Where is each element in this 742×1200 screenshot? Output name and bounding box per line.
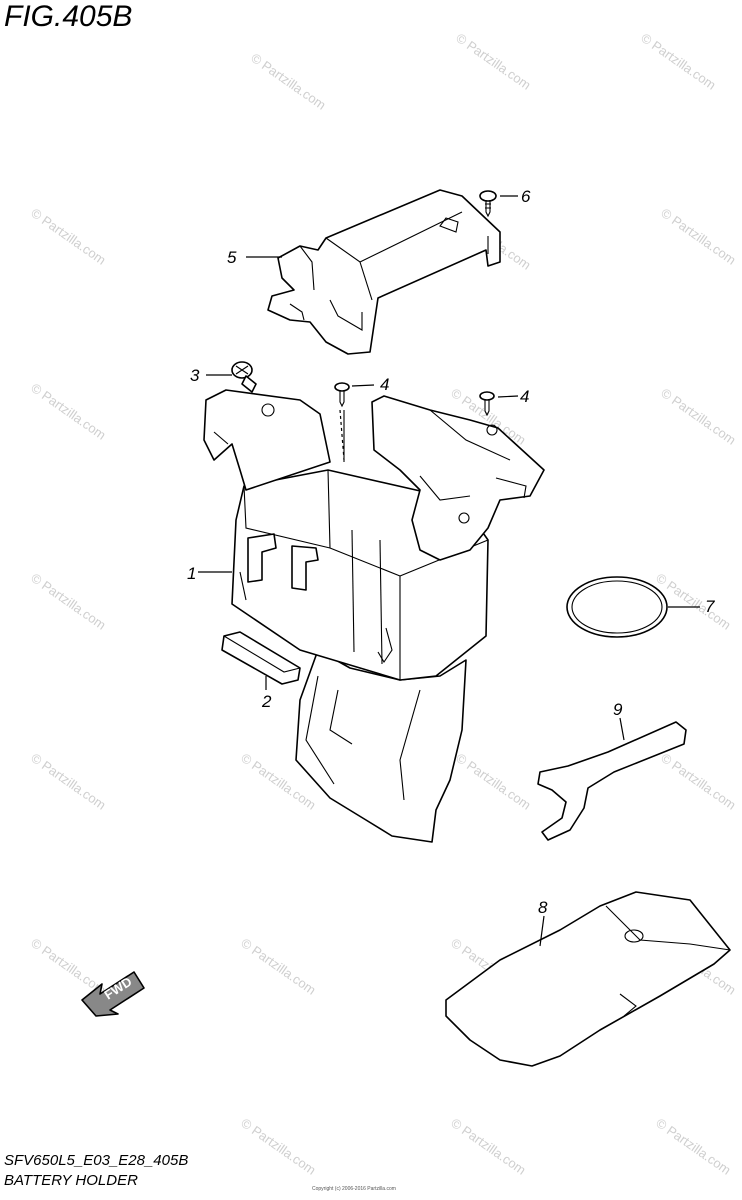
watermark: © Partzilla.com [453, 30, 533, 93]
part-9-wrench [537, 721, 687, 841]
copyright-fine-print: Copyright (c) 2006-2016 Partzilla.com [312, 1186, 396, 1192]
part-2-pad [221, 631, 301, 685]
watermark: © Partzilla.com [653, 1115, 733, 1178]
part-4-screw [479, 391, 495, 417]
fwd-arrow: FWD [81, 971, 145, 1017]
callout-4: 4 [520, 387, 529, 406]
watermark: © Partzilla.com [28, 380, 108, 443]
watermark: © Partzilla.com [28, 750, 108, 813]
callout-5: 5 [227, 248, 237, 267]
watermark: © Partzilla.com [658, 750, 738, 813]
watermark: © Partzilla.com [658, 385, 738, 448]
watermark: © Partzilla.com [238, 935, 318, 998]
part-8-pouch [445, 891, 731, 1067]
leader-lines [198, 195, 700, 947]
watermark: © Partzilla.com [28, 205, 108, 268]
part-7-ring [566, 576, 668, 638]
callout-9: 9 [613, 700, 623, 719]
part-6-screw [479, 190, 497, 218]
part-4-screw [334, 382, 350, 408]
watermark: © Partzilla.com [638, 30, 718, 93]
callout-7: 7 [705, 597, 715, 616]
callout-8: 8 [538, 898, 548, 917]
callout-1: 1 [187, 564, 196, 583]
watermark: © Partzilla.com [28, 570, 108, 633]
part-5-bracket [267, 189, 501, 355]
watermark: © Partzilla.com [238, 1115, 318, 1178]
callout-4: 4 [380, 375, 389, 394]
callout-3: 3 [190, 366, 200, 385]
callout-6: 6 [521, 187, 531, 206]
part-3-bolt [231, 361, 257, 393]
figure-code: SFV650L5_E03_E28_405B [4, 1152, 189, 1169]
figure-title: FIG.405B [4, 0, 133, 33]
watermark: © Partzilla.com [453, 750, 533, 813]
figure-name: BATTERY HOLDER [4, 1172, 138, 1189]
watermark: © Partzilla.com [658, 205, 738, 268]
watermark: © Partzilla.com [448, 1115, 528, 1178]
part-1-battery-holder [203, 389, 545, 843]
callout-2: 2 [261, 692, 272, 711]
watermark: © Partzilla.com [248, 50, 328, 113]
